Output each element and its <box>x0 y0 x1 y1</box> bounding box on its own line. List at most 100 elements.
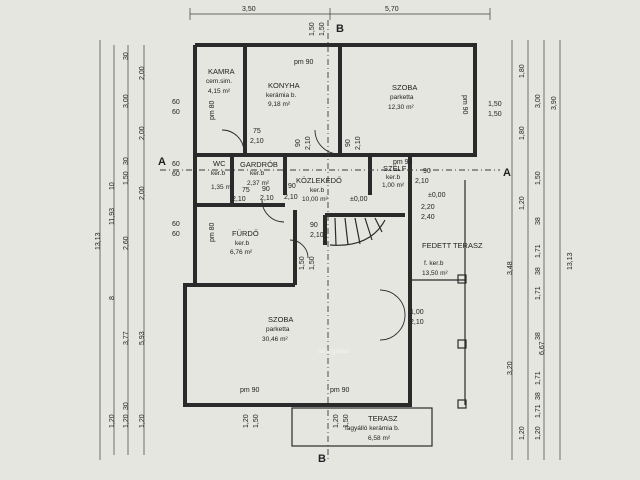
room-material: ker.b <box>235 240 249 247</box>
left-dim-label: 1,20 <box>109 414 116 428</box>
top-dim-label: 3,50 <box>242 6 256 13</box>
door-dim: 1,50 <box>488 101 502 108</box>
room-material: f. ker.b <box>424 260 444 267</box>
room-szelf: SZÉLF ker.b 1,00 m² <box>382 164 407 189</box>
right-dim-label: 3,20 <box>507 361 514 375</box>
door-dim: 90 <box>288 183 296 190</box>
door-dim: 2,10 <box>250 138 264 145</box>
left-dim-label: 10 <box>109 182 116 190</box>
window-mark: pm 90 <box>240 387 260 394</box>
section-mark-b-bottom: B <box>318 453 326 465</box>
window-mark: pm 90 <box>393 159 413 166</box>
wall-dim: 60 <box>172 221 180 228</box>
door-dim: 75 <box>242 187 250 194</box>
room-szoba-1: SZOBA parketta 12,30 m² <box>388 83 417 111</box>
watermark: ofl ingatlan <box>318 348 350 355</box>
door-dim: 2,10 <box>310 232 324 239</box>
door-dim: 2,10 <box>305 136 312 150</box>
window-mark: pm 80 <box>209 222 216 242</box>
stair-tread <box>344 217 349 246</box>
door-dim: 90 <box>310 222 318 229</box>
section-mark-a-left: A <box>158 156 166 168</box>
stair-tread <box>374 217 383 233</box>
door-dim: 1,00 <box>410 309 424 316</box>
door-dim: 1,50 <box>299 256 306 270</box>
window-mark: pm 90 <box>461 95 468 115</box>
room-area: 9,18 m² <box>268 101 291 108</box>
right-dim-label: 1,20 <box>519 426 526 440</box>
outer-walls <box>183 43 477 407</box>
room-material: kerámia b. <box>266 92 297 99</box>
door-swing <box>261 199 285 223</box>
room-material: ker.b <box>250 170 264 177</box>
right-dim-label: 13,13 <box>567 252 574 270</box>
room-terasz: TERASZ fagyálló kerámia b. 6,58 m² <box>345 414 400 442</box>
room-kamra: KAMRA cem.sim. 4,15 m² <box>206 67 235 95</box>
staircase <box>329 217 386 246</box>
room-kozlekedo: KÖZLEKEDŐ ker.b 10,00 m² <box>296 176 342 203</box>
left-dim-label: 2,60 <box>123 236 130 250</box>
terrace-post <box>457 339 467 349</box>
terrace-post <box>457 399 467 409</box>
room-wc: WC ker.b 1,35 m² <box>211 159 234 191</box>
room-material: parketta <box>390 94 414 101</box>
right-dim-label: 1,71 <box>535 244 542 258</box>
room-area: 10,00 m² <box>302 196 328 203</box>
door-dim: 90 <box>262 186 270 193</box>
bottom-dim: 1,50 <box>253 414 260 428</box>
left-dim-label: 8 <box>109 296 116 300</box>
left-dim-label: 3,77 <box>123 331 130 345</box>
room-name: KONYHA <box>268 81 300 90</box>
wall-dim: 60 <box>172 161 180 168</box>
door-dim: 2,10 <box>260 195 274 202</box>
room-konyha: KONYHA kerámia b. 9,18 m² <box>266 81 300 108</box>
window-mark: pm 80 <box>209 100 216 120</box>
level-mark: ±0,00 <box>350 196 368 203</box>
wall-dim: 60 <box>172 231 180 238</box>
right-dim-label: 38 <box>535 217 542 225</box>
left-dim-label: 30 <box>123 402 130 410</box>
room-name: FEDETT TERASZ <box>422 241 483 250</box>
bottom-dim: 1,20 <box>243 414 250 428</box>
wall-dim: 60 <box>172 99 180 106</box>
right-dim-label: 1,80 <box>519 64 526 78</box>
right-dim-label: 1,71 <box>535 371 542 385</box>
door-swing <box>314 129 340 155</box>
level-mark: ±0,00 <box>428 192 446 199</box>
room-area: 30,46 m² <box>262 336 288 343</box>
right-dim-label: 1,50 <box>535 171 542 185</box>
room-name: SZÉLF <box>383 164 407 173</box>
stair-tread <box>354 217 361 245</box>
left-dim-label: 2,00 <box>139 66 146 80</box>
room-area: 1,00 m² <box>382 182 405 189</box>
room-furdo: FÜRDŐ ker.b 6,76 m² <box>230 229 259 256</box>
terrace-post <box>457 274 467 284</box>
room-material: fagyálló kerámia b. <box>345 425 400 432</box>
door-dim: 1,50 <box>309 22 316 36</box>
right-dim-label: 1,20 <box>535 426 542 440</box>
left-dim-label: 5,93 <box>139 331 146 345</box>
door-swing <box>379 289 406 316</box>
door-dim: 2,20 <box>421 204 435 211</box>
room-szoba-2: SZOBA parketta 30,46 m² <box>262 315 293 343</box>
left-dim-label: 30 <box>123 52 130 60</box>
right-dim-label: 6,67 <box>539 341 546 355</box>
left-dim-label: 2,00 <box>139 126 146 140</box>
door-swing <box>379 314 406 341</box>
stair-tread <box>334 217 337 246</box>
room-area: 4,15 m² <box>208 88 231 95</box>
right-dim-label: 38 <box>535 267 542 275</box>
wall-dim: 60 <box>172 171 180 178</box>
right-dim-label: 3,48 <box>507 261 514 275</box>
door-dim: 2,40 <box>421 214 435 221</box>
room-area: 1,35 m² <box>211 184 234 191</box>
room-name: TERASZ <box>368 414 398 423</box>
door-dim: 1,50 <box>309 256 316 270</box>
stair-tread <box>364 217 373 241</box>
room-material: parketta <box>266 326 290 333</box>
room-material: ker.b <box>211 170 225 177</box>
right-dim-label: 1,20 <box>519 196 526 210</box>
door-dim: 2,10 <box>284 194 298 201</box>
room-name: KAMRA <box>208 67 235 76</box>
